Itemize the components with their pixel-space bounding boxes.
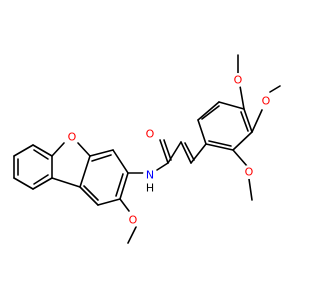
methoxy-oxygen-right-atom: O — [259, 94, 273, 108]
amide-nitrogen-atom: N H — [143, 168, 157, 195]
ring-oxygen-atom: O — [65, 130, 79, 144]
carbonyl-oxygen-label: O — [146, 128, 155, 141]
methoxy-oxygen-bottom-label: O — [245, 166, 254, 179]
molecule-structure: O O N H O O O O — [13, 54, 281, 244]
ring-oxygen-label: O — [68, 131, 77, 144]
bond-lines — [13, 54, 281, 244]
amide-hydrogen-label: H — [146, 182, 154, 195]
amide-nitrogen-label: N — [146, 169, 154, 182]
methoxy-oxygen-left-label: O — [129, 214, 138, 227]
methoxy-oxygen-right-label: O — [262, 95, 271, 108]
carbonyl-oxygen-atom: O — [143, 127, 157, 141]
methoxy-oxygen-left-atom: O — [126, 213, 140, 227]
atom-labels: O O N H O O O O — [65, 73, 273, 227]
methoxy-oxygen-top-atom: O — [231, 73, 245, 87]
methoxy-oxygen-bottom-atom: O — [242, 165, 256, 179]
methoxy-oxygen-top-label: O — [234, 74, 243, 87]
